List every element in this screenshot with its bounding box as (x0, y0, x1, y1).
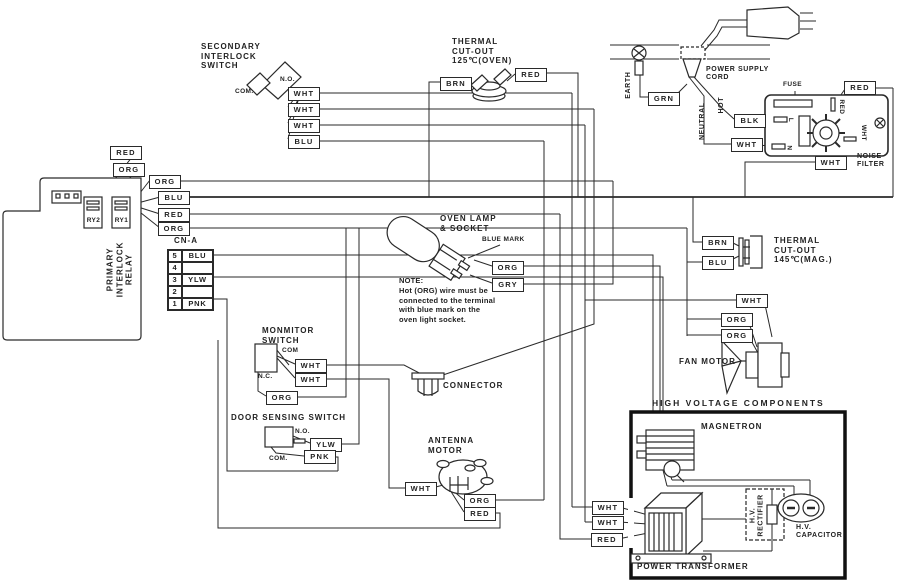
wire-box-wht: WHT (288, 119, 320, 133)
cn-a-label: CN-A (174, 236, 198, 245)
door-switch-icon (264, 426, 294, 448)
cn-a-pin: 1 (168, 298, 182, 310)
noise-filter-label: NOISE FILTER (857, 153, 885, 169)
wire-box-wht: WHT (815, 156, 847, 170)
secondary-interlock-label: SECONDARY INTERLOCK SWITCH (201, 42, 261, 71)
ry2-label: RY2 (86, 217, 101, 224)
wire-box-red: RED (591, 533, 623, 547)
wire-box-blk: BLK (734, 114, 766, 128)
door-no-label: N.O. (295, 428, 310, 435)
sec-com-label: COM. (235, 88, 254, 95)
fan-motor-label: FAN MOTOR (679, 357, 736, 366)
cn-a-color: BLU (182, 250, 213, 262)
oven-lamp-icon (386, 215, 471, 282)
wire-box-org: ORG (721, 313, 753, 327)
mon-nc-label: N.C. (258, 373, 273, 380)
door-com-label: COM. (269, 455, 288, 462)
wire-box-grn: GRN (648, 92, 680, 106)
blue-mark-label: BLUE MARK (482, 236, 525, 243)
connector-label: CONNECTOR (443, 381, 504, 390)
hv-component-symbols (630, 429, 825, 564)
wire-box-org: ORG (266, 391, 298, 405)
cn-a-color: YLW (182, 274, 213, 286)
wire-box-org: ORG (464, 494, 496, 508)
connector-icon (411, 372, 445, 380)
power-transformer-label: POWER TRANSFORMER (637, 562, 749, 571)
wire-box-wht: WHT (295, 359, 327, 373)
high-voltage-box (628, 410, 847, 580)
wire-box-org: ORG (721, 329, 753, 343)
wire-box-pnk: PNK (304, 450, 336, 464)
power-plug-icon (746, 6, 800, 40)
ry1-label: RY1 (114, 217, 129, 224)
cn-a-color (182, 262, 213, 274)
fan-motor-icon (721, 339, 743, 396)
wire-box-blu: BLU (288, 135, 320, 149)
wire-box-brn: BRN (440, 77, 472, 91)
monitor-switch-icon (254, 343, 278, 373)
wire-box-wht: WHT (288, 103, 320, 117)
wire-box-wht: WHT (405, 482, 437, 496)
red-vertical-label: RED (837, 99, 845, 115)
hv-rectifier-label: H.V. RECTIFIER (749, 494, 765, 537)
wire-box-org: ORG (113, 163, 145, 177)
monitor-switch-label: MONMITOR SWITCH (262, 326, 315, 345)
thermal-oven-label: THERMAL CUT-OUT 125℃(OVEN) (452, 37, 513, 66)
mon-com-label: COM (282, 347, 299, 354)
magnetron-label: MAGNETRON (701, 422, 763, 431)
thermal-mag-label: THERMAL CUT-OUT 145℃(MAG.) (774, 236, 833, 265)
component-symbols (2, 6, 889, 495)
hv-capacitor-label: H.V. CAPACITOR (796, 524, 843, 540)
wire-box-wht: WHT (731, 138, 763, 152)
wire-box-red: RED (110, 146, 142, 160)
cn-a-color: PNK (182, 298, 213, 310)
hot-label: HOT (717, 96, 725, 114)
sec-no-label: N.O. (280, 76, 295, 83)
wire-box-org: ORG (158, 222, 190, 236)
hv-title: HIGH VOLTAGE COMPONENTS (652, 398, 825, 408)
wire-box-brn: BRN (702, 236, 734, 250)
wire-box-blu: BLU (158, 191, 190, 205)
wire-box-blu: BLU (702, 256, 734, 270)
wire-box-org: ORG (492, 261, 524, 275)
wire-box-wht: WHT (592, 501, 624, 515)
wire-box-org: ORG (149, 175, 181, 189)
secondary-interlock-icon (261, 61, 302, 100)
wire-box-wht: WHT (736, 294, 768, 308)
neutral-label: NEUTRAL (698, 102, 706, 141)
wire-box-wht: WHT (288, 87, 320, 101)
wire-box-red: RED (158, 208, 190, 222)
note-text: NOTE: Hot (ORG) wire must be connected t… (399, 276, 496, 324)
wire-box-red: RED (844, 81, 876, 95)
wht-vertical-label: WHT (859, 124, 867, 141)
antenna-motor-label: ANTENNA MOTOR (428, 436, 475, 455)
thermal-mag-icon (738, 237, 744, 267)
wire-box-gry: GRY (492, 278, 524, 292)
door-sensing-label: DOOR SENSING SWITCH (231, 413, 347, 422)
wire-box-red: RED (515, 68, 547, 82)
cn-a-pin: 5 (168, 250, 182, 262)
cn-a-color (182, 286, 213, 298)
fuse-label: FUSE (783, 81, 802, 88)
wire-box-wht: WHT (592, 516, 624, 530)
earth-label: EARTH (624, 71, 632, 99)
wire-box-red: RED (464, 507, 496, 521)
relay-board-shape (2, 177, 142, 341)
terminal-l-label: L (787, 117, 795, 123)
primary-interlock-relay-label: PRIMARY INTERLOCK RELAY (105, 241, 134, 298)
oven-lamp-label: OVEN LAMP & SOCKET (440, 214, 497, 233)
cn-a-pin: 3 (168, 274, 182, 286)
cn-a-pin: 4 (168, 262, 182, 274)
cn-a-pin: 2 (168, 286, 182, 298)
wire-box-wht: WHT (295, 373, 327, 387)
terminal-n-label: N (785, 145, 793, 151)
power-supply-cord-label: POWER SUPPLY CORD (706, 66, 769, 82)
